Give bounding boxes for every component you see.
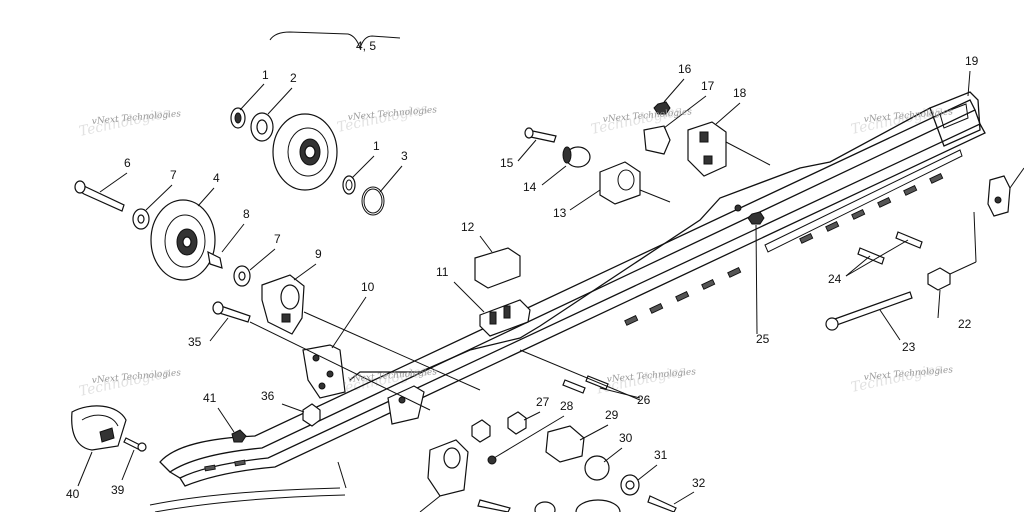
callout-11: 11 [436, 265, 449, 279]
callout-30: 30 [619, 431, 633, 445]
nut-36 [302, 403, 321, 427]
cap-40 [71, 405, 127, 451]
bushing-13 [599, 161, 641, 205]
bolt-24b [895, 231, 923, 249]
bearing-1b [342, 175, 356, 195]
block-12 [474, 247, 521, 289]
nut-41 [231, 429, 247, 443]
alignment-lines [249, 141, 1024, 411]
callouts: 4, 5 1 2 1 3 6 7 4 8 7 9 10 35 11 12 13 … [66, 39, 979, 501]
callout-2: 2 [290, 71, 297, 85]
hardware-lower-left [71, 405, 247, 452]
nut-28 [471, 419, 491, 443]
shaft-lower [477, 499, 511, 512]
callout-24: 24 [828, 272, 842, 286]
bolt-23 [831, 291, 913, 327]
callout-36: 36 [261, 389, 275, 403]
clip-right [987, 175, 1011, 217]
block-29 [545, 425, 585, 463]
block-parts-center [474, 127, 641, 337]
bracket-parts-left [212, 274, 346, 399]
bracket-18 [687, 121, 727, 177]
bushing-17 [643, 125, 671, 155]
callout-4: 4 [213, 171, 220, 185]
wheel-assembly-left [74, 180, 251, 287]
callout-13: 13 [553, 206, 567, 220]
callout-35: 35 [188, 335, 202, 349]
callout-4-5: 4, 5 [356, 39, 376, 53]
slide-rail-assembly [149, 91, 986, 512]
bolt-26a [562, 379, 586, 394]
wheel-lower [575, 499, 621, 512]
callout-39: 39 [111, 483, 125, 497]
callout-1: 1 [373, 139, 380, 153]
callout-10: 10 [361, 280, 375, 294]
hardware-right [734, 175, 1011, 331]
callout-6: 6 [124, 156, 131, 170]
callout-41: 41 [203, 391, 217, 405]
leader-lines [77, 70, 971, 512]
shaft-32 [647, 495, 677, 512]
callout-7: 7 [274, 232, 281, 246]
callout-14: 14 [523, 180, 537, 194]
callout-9: 9 [315, 247, 322, 261]
callout-12: 12 [461, 220, 475, 234]
callout-28: 28 [560, 399, 574, 413]
plate-center [387, 385, 425, 425]
callout-27: 27 [536, 395, 550, 409]
snap-ring-3 [361, 186, 385, 216]
callout-7: 7 [170, 168, 177, 182]
bolt-24a [857, 247, 885, 265]
callout-19: 19 [965, 54, 979, 68]
watermarks: vNext Technologies vNext Technologies vN… [91, 105, 953, 386]
callout-16: 16 [678, 62, 692, 76]
nut-16 [653, 101, 671, 115]
sleeve-30 [584, 455, 610, 481]
spacer-8 [207, 250, 223, 269]
bracket-lower [427, 439, 469, 497]
block-parts-upper-right [643, 101, 727, 177]
nut-25 [747, 211, 765, 225]
callout-31: 31 [654, 448, 668, 462]
callout-40: 40 [66, 487, 80, 501]
callout-23: 23 [902, 340, 916, 354]
callout-1: 1 [262, 68, 269, 82]
wheel-assembly-top [230, 31, 401, 216]
callout-15: 15 [500, 156, 514, 170]
callout-8: 8 [243, 207, 250, 221]
callout-17: 17 [701, 79, 715, 93]
mount-plate-10 [302, 344, 346, 399]
callout-29: 29 [605, 408, 619, 422]
callout-18: 18 [733, 86, 747, 100]
callout-26: 26 [637, 393, 651, 407]
callout-25: 25 [756, 332, 770, 346]
rail-slots [204, 173, 944, 472]
callout-32: 32 [692, 476, 706, 490]
hardware-lower-center [302, 375, 677, 512]
callout-3: 3 [401, 149, 408, 163]
nut-27 [507, 411, 527, 435]
nut-22 [927, 267, 951, 291]
callout-22: 22 [958, 317, 972, 331]
